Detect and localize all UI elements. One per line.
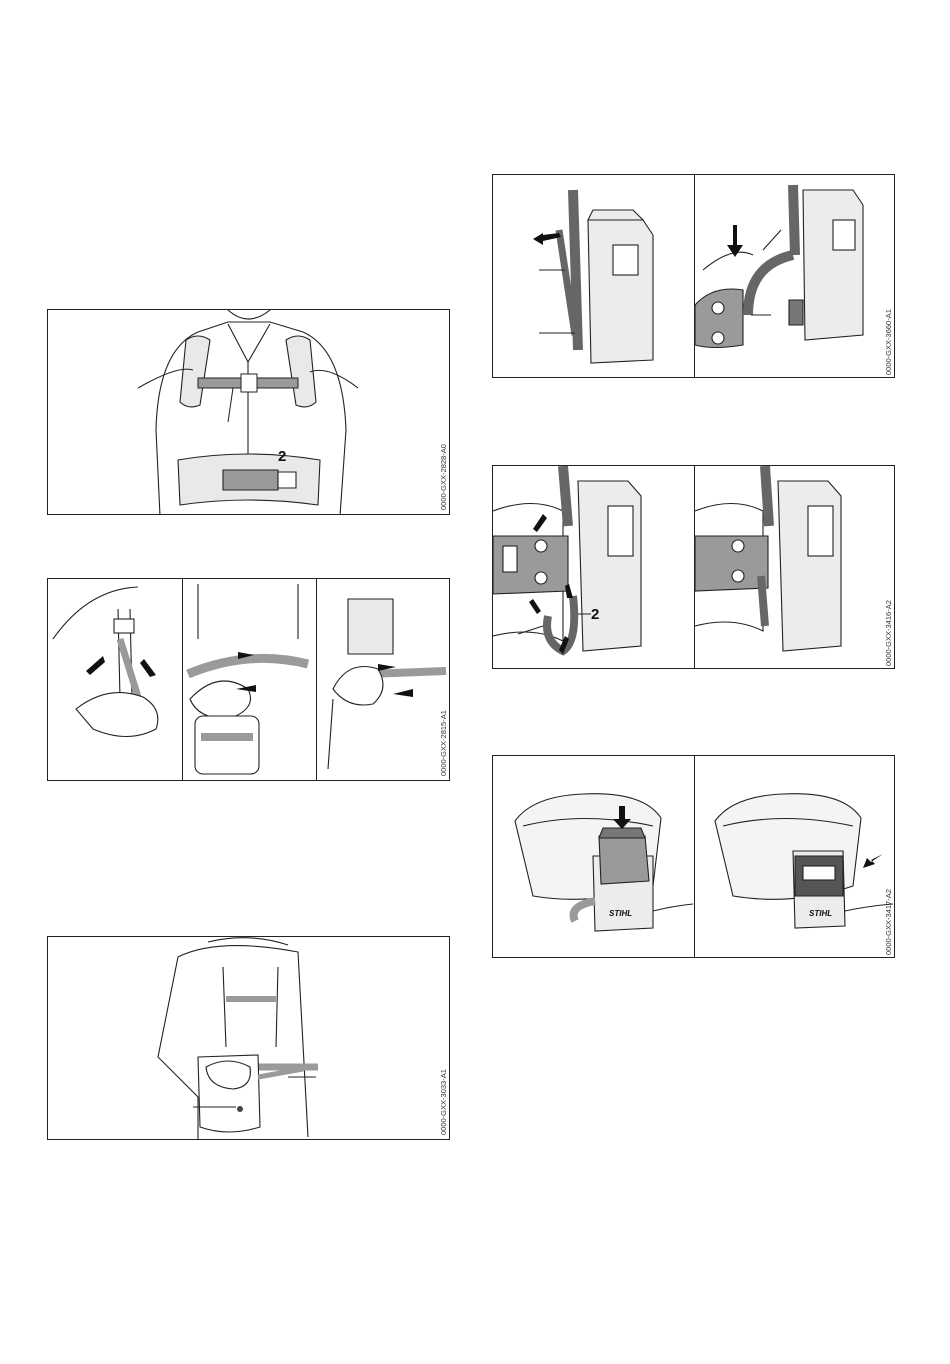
- callout-number: 2: [278, 448, 286, 465]
- pouch-belt-attach-illustration: [493, 466, 895, 669]
- pouch-strap-thread-illustration: [493, 175, 895, 378]
- figure-strap-adjust: 0000-GXX-2815-A1: [47, 578, 450, 781]
- strap-adjust-illustration: [48, 579, 450, 781]
- brand-label: STIHL: [609, 909, 632, 918]
- figure-code: 0000-GXX-3416-A2: [884, 600, 893, 666]
- figure-code: 0000-GXX-3660-A1: [884, 309, 893, 375]
- battery-insert-illustration: STIHL STIHL: [493, 756, 895, 958]
- figure-pouch-release: 0000-GXX-3033-A1: [47, 936, 450, 1140]
- figure-code: 0000-GXX-2828-A0: [439, 444, 448, 510]
- figure-pouch-strap-thread: 0000-GXX-3660-A1: [492, 174, 895, 378]
- figure-battery-insert: STIHL STIHL 0000-GXX-3417-A2: [492, 755, 895, 958]
- figure-pouch-belt-attach: 2 0000-GXX-3416-A2: [492, 465, 895, 669]
- brand-label: STIHL: [809, 909, 832, 918]
- figure-code: 0000-GXX-3417-A2: [884, 889, 893, 955]
- pouch-release-illustration: [48, 937, 450, 1140]
- harness-front-illustration: [48, 310, 450, 515]
- callout-number: 2: [591, 606, 599, 623]
- figure-code: 0000-GXX-3033-A1: [439, 1069, 448, 1135]
- figure-harness-front: 2 0000-GXX-2828-A0: [47, 309, 450, 515]
- figure-code: 0000-GXX-2815-A1: [439, 710, 448, 776]
